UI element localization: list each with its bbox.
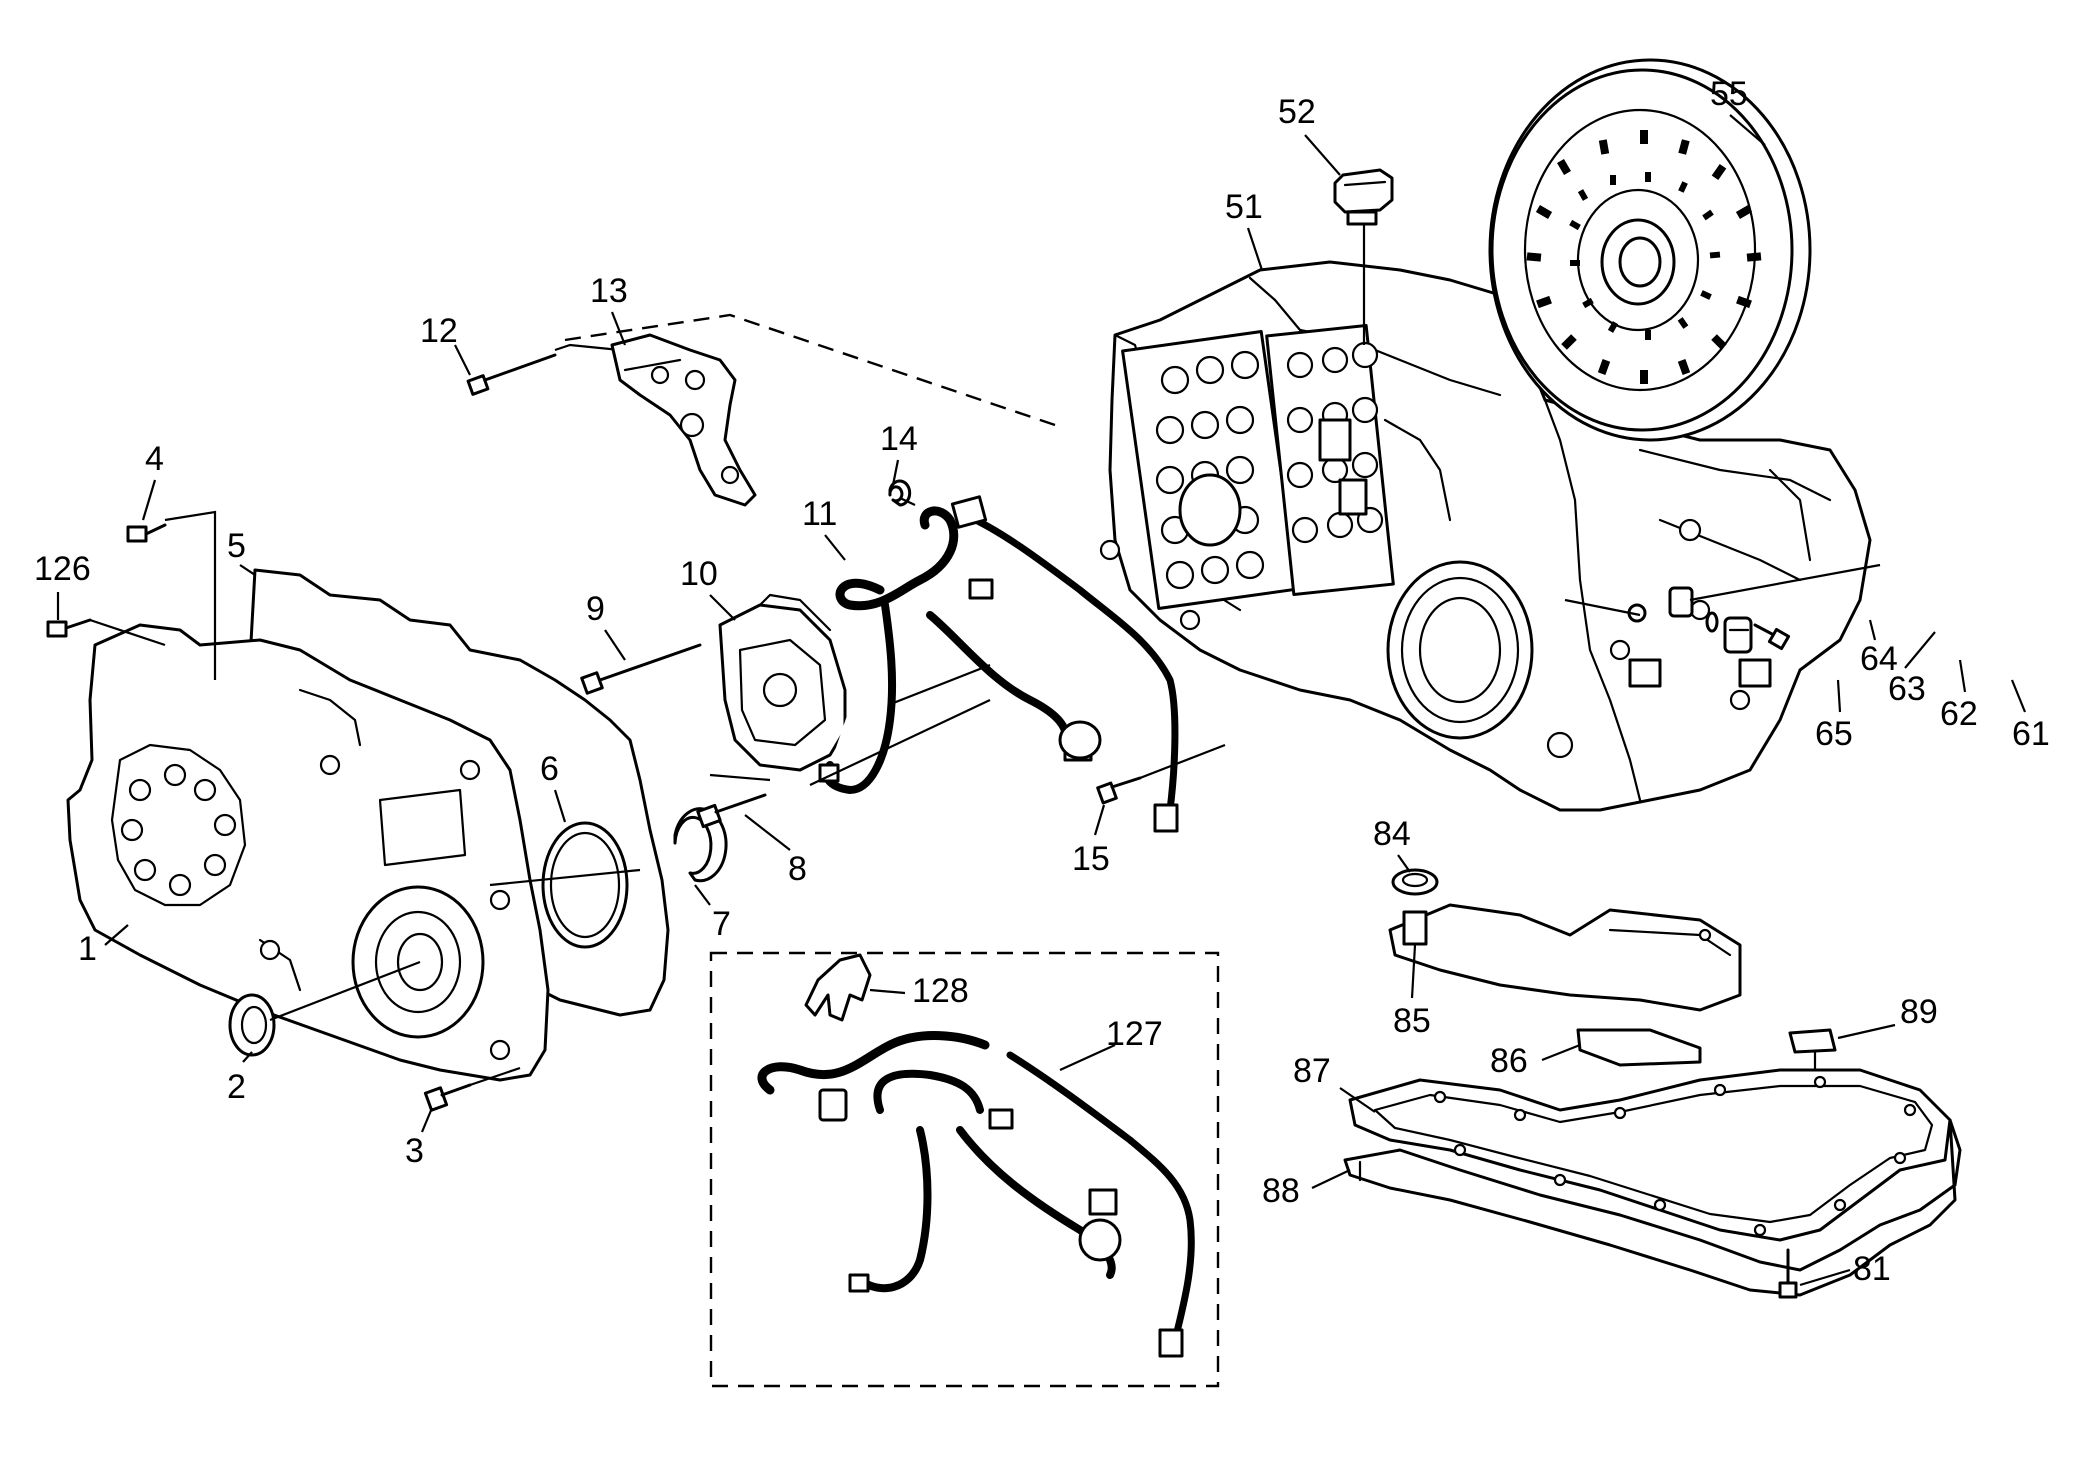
bolt-61: [1753, 623, 1791, 651]
oil-pump: [718, 593, 847, 772]
callout-88: 88: [1262, 1172, 1300, 1210]
torque-converter: [1488, 58, 1812, 442]
wiring-harness-127: [757, 1031, 1195, 1358]
callout-51: 51: [1225, 188, 1263, 226]
callout-9: 9: [586, 590, 605, 628]
callout-86: 86: [1490, 1042, 1528, 1080]
callout-126: 126: [34, 550, 91, 588]
callout-7: 7: [712, 905, 731, 943]
cover-bolt-3: [423, 1066, 521, 1112]
plug-64: [1668, 586, 1694, 618]
callout-13: 13: [590, 272, 628, 310]
pump-bolt-8: [696, 793, 767, 829]
filter-seal: [1391, 868, 1439, 896]
callout-87: 87: [1293, 1052, 1331, 1090]
callout-89: 89: [1900, 993, 1938, 1031]
callout-63: 63: [1888, 670, 1926, 708]
o-ring: [541, 821, 629, 949]
axle-seal: [228, 993, 276, 1057]
callout-52: 52: [1278, 93, 1316, 131]
oil-pan: [1343, 1118, 1962, 1297]
pump-bolt-9: [580, 643, 702, 695]
sensor-62: [1723, 616, 1753, 654]
pan-magnet: [1576, 1028, 1702, 1067]
callout-10: 10: [680, 555, 718, 593]
callout-1: 1: [78, 930, 97, 968]
oil-filter: [1388, 903, 1742, 1012]
oil-pan-gasket: [1348, 1068, 1952, 1242]
callout-84: 84: [1373, 815, 1411, 853]
callout-2: 2: [227, 1068, 246, 1106]
callout-65: 65: [1815, 715, 1853, 753]
callout-4: 4: [145, 440, 164, 478]
callout-64: 64: [1860, 640, 1898, 678]
harness-bolt-15: [1096, 743, 1226, 805]
o-ring-63: [1705, 611, 1719, 633]
callout-labels: 1 2 3 4 5 6 7 8 9 10 11 12 13 14 15 51 5…: [34, 75, 2050, 1288]
callout-55: 55: [1710, 75, 1748, 113]
cover-stud-126: [46, 618, 166, 647]
callout-15: 15: [1072, 840, 1110, 878]
bracket-bolt-12: [466, 343, 621, 396]
callout-62: 62: [1940, 695, 1978, 733]
callout-81: 81: [1853, 1250, 1891, 1288]
callout-3: 3: [405, 1132, 424, 1170]
callout-5: 5: [227, 527, 246, 565]
cover-bolt-4: [126, 510, 217, 680]
callout-85: 85: [1393, 1002, 1431, 1040]
callout-61: 61: [2012, 715, 2050, 753]
callout-8: 8: [788, 850, 807, 888]
case-side-cover: [66, 623, 550, 1082]
fill-cap: [1333, 168, 1394, 345]
callout-127: 127: [1106, 1015, 1163, 1053]
callout-6: 6: [540, 750, 559, 788]
harness-bracket-128: [804, 953, 906, 1022]
pan-bolt-81: [1778, 1248, 1798, 1299]
callout-11: 11: [802, 495, 837, 533]
wiring-harness: [818, 495, 1179, 833]
transmission-case: [1099, 260, 1872, 812]
callout-14: 14: [880, 420, 918, 458]
callout-128: 128: [912, 972, 969, 1010]
harness-bracket: [610, 333, 757, 507]
callout-12: 12: [420, 312, 458, 350]
